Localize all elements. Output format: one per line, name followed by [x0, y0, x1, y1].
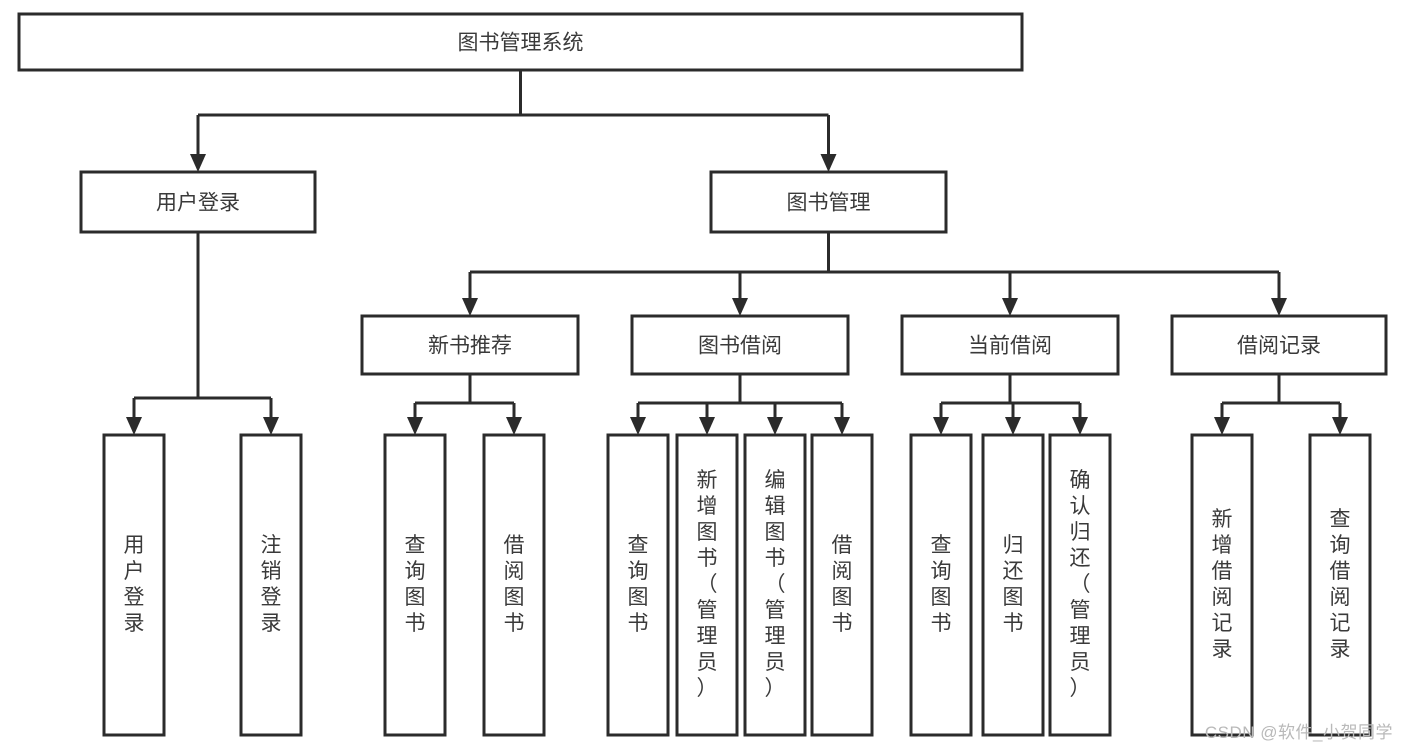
node-label-user-login: 用户登录 [156, 192, 240, 215]
connector-group-user-login [126, 232, 279, 435]
arrow-head-icon [732, 298, 748, 316]
arrow-head-icon [767, 417, 783, 435]
connector-group-borrow-record [1214, 374, 1348, 435]
node-leaf-query-book-2[interactable]: 查询图书 [606, 433, 670, 737]
node-label-borrow-record: 借阅记录 [1237, 335, 1321, 358]
node-label-leaf-add-record: 新增借阅记录 [1212, 508, 1233, 661]
arrow-head-icon [1005, 417, 1021, 435]
arrow-head-icon [1002, 298, 1018, 316]
node-label-current-borrow: 当前借阅 [968, 335, 1052, 358]
node-root[interactable]: 图书管理系统 [17, 12, 1024, 72]
arrow-head-icon [834, 417, 850, 435]
node-box-leaf-query-book-2[interactable] [606, 433, 670, 737]
node-leaf-add-record[interactable]: 新增借阅记录 [1190, 433, 1254, 737]
node-label-leaf-user-login: 用户登录 [124, 534, 145, 635]
node-box-leaf-query-book-1[interactable] [383, 433, 447, 737]
node-label-leaf-query-record: 查询借阅记录 [1330, 508, 1351, 661]
arrow-head-icon [1332, 417, 1348, 435]
node-box-root[interactable] [17, 12, 1024, 72]
arrow-head-icon [263, 417, 279, 435]
node-book-borrow[interactable]: 图书借阅 [630, 314, 850, 376]
node-leaf-query-record[interactable]: 查询借阅记录 [1308, 433, 1372, 737]
arrow-head-icon [190, 154, 206, 172]
node-box-leaf-borrow-book-1[interactable] [482, 433, 546, 737]
connector-group-book-borrow [630, 374, 850, 435]
arrow-head-icon [1072, 417, 1088, 435]
connector-group-current-borrow [933, 374, 1088, 435]
node-box-book-borrow[interactable] [630, 314, 850, 376]
node-label-leaf-query-book-3: 查询图书 [931, 534, 952, 635]
node-layer: 图书管理系统用户登录图书管理新书推荐图书借阅当前借阅借阅记录用户登录注销登录查询… [17, 12, 1388, 737]
node-box-leaf-borrow-book-2[interactable] [810, 433, 874, 737]
arrow-head-icon [699, 417, 715, 435]
node-box-leaf-confirm-return[interactable] [1048, 433, 1112, 737]
node-leaf-add-book[interactable]: 新增图书（管理员） [675, 433, 739, 737]
connector-group-root [190, 70, 837, 172]
node-leaf-edit-book[interactable]: 编辑图书（管理员） [743, 433, 807, 737]
arrow-head-icon [462, 298, 478, 316]
node-label-leaf-confirm-return: 确认归还（管理员） [1070, 469, 1091, 700]
arrow-head-icon [630, 417, 646, 435]
arrow-head-icon [1271, 298, 1287, 316]
node-leaf-user-login[interactable]: 用户登录 [102, 433, 166, 737]
node-label-leaf-add-book: 新增图书（管理员） [697, 469, 718, 700]
connector-group-new-book-rec [407, 374, 522, 435]
node-box-new-book-rec[interactable] [360, 314, 580, 376]
node-label-leaf-return-book: 归还图书 [1003, 534, 1024, 635]
node-box-book-manage[interactable] [709, 170, 948, 234]
arrow-head-icon [820, 154, 837, 172]
node-leaf-borrow-book-2[interactable]: 借阅图书 [810, 433, 874, 737]
node-label-root: 图书管理系统 [458, 32, 584, 55]
arrow-head-icon [1214, 417, 1230, 435]
node-label-leaf-borrow-book-2: 借阅图书 [832, 534, 853, 635]
arrow-head-icon [506, 417, 522, 435]
node-box-leaf-user-login[interactable] [102, 433, 166, 737]
node-box-leaf-edit-book[interactable] [743, 433, 807, 737]
node-label-leaf-edit-book: 编辑图书（管理员） [765, 469, 786, 700]
connector-group-book-manage [462, 232, 1287, 316]
node-leaf-logout[interactable]: 注销登录 [239, 433, 303, 737]
node-label-leaf-logout: 注销登录 [261, 534, 282, 635]
node-box-leaf-query-book-3[interactable] [909, 433, 973, 737]
node-leaf-query-book-3[interactable]: 查询图书 [909, 433, 973, 737]
node-label-leaf-query-book-2: 查询图书 [628, 534, 649, 635]
node-leaf-return-book[interactable]: 归还图书 [981, 433, 1045, 737]
node-book-manage[interactable]: 图书管理 [709, 170, 948, 234]
arrow-head-icon [933, 417, 949, 435]
node-box-leaf-query-record[interactable] [1308, 433, 1372, 737]
node-box-leaf-add-book[interactable] [675, 433, 739, 737]
node-box-current-borrow[interactable] [900, 314, 1120, 376]
watermark-text: CSDN @软件_小贺同学 [1204, 723, 1393, 742]
node-leaf-confirm-return[interactable]: 确认归还（管理员） [1048, 433, 1112, 737]
node-new-book-rec[interactable]: 新书推荐 [360, 314, 580, 376]
arrow-head-icon [407, 417, 423, 435]
node-box-leaf-return-book[interactable] [981, 433, 1045, 737]
node-borrow-record[interactable]: 借阅记录 [1170, 314, 1388, 376]
node-label-new-book-rec: 新书推荐 [428, 335, 512, 358]
node-box-user-login[interactable] [79, 170, 317, 234]
node-label-leaf-borrow-book-1: 借阅图书 [504, 534, 525, 635]
node-user-login[interactable]: 用户登录 [79, 170, 317, 234]
connector-layer [126, 70, 1348, 435]
node-box-leaf-logout[interactable] [239, 433, 303, 737]
node-box-leaf-add-record[interactable] [1190, 433, 1254, 737]
node-label-leaf-query-book-1: 查询图书 [405, 534, 426, 635]
node-label-book-manage: 图书管理 [787, 192, 871, 215]
node-leaf-borrow-book-1[interactable]: 借阅图书 [482, 433, 546, 737]
node-current-borrow[interactable]: 当前借阅 [900, 314, 1120, 376]
node-leaf-query-book-1[interactable]: 查询图书 [383, 433, 447, 737]
node-box-borrow-record[interactable] [1170, 314, 1388, 376]
node-label-book-borrow: 图书借阅 [698, 335, 782, 358]
arrow-head-icon [126, 417, 142, 435]
